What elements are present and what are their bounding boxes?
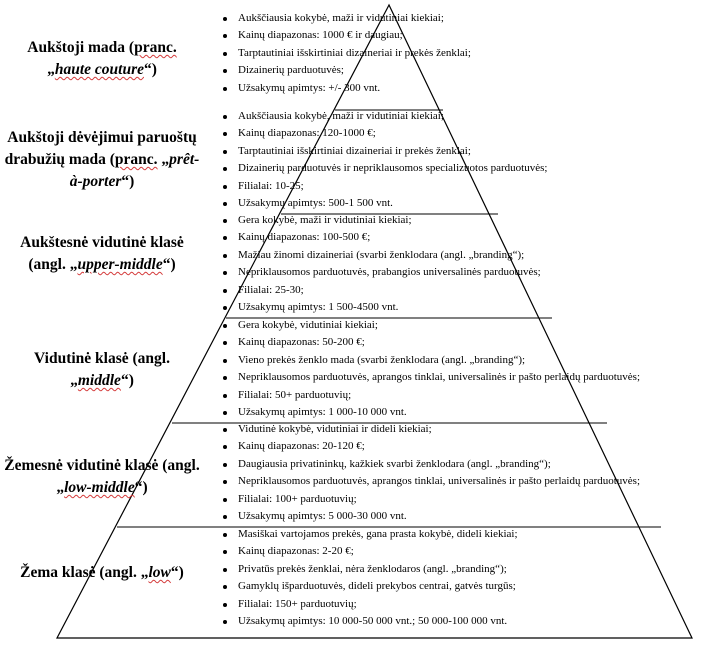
- bullet-item: Filialai: 50+ parduotuvių;: [222, 387, 640, 404]
- bullet-item: Gera kokybė, maži ir vidutiniai kiekiai;: [222, 212, 541, 229]
- bullet-item: Užsakymų apimtys: 1 000-10 000 vnt.: [222, 404, 640, 421]
- tier-label-low-middle: Žemesnė vidutinė klasė (angl. „low-middl…: [4, 455, 200, 499]
- tier-label-part: “): [134, 479, 148, 496]
- bullet-item: Nepriklausomos parduotuvės, prabangios u…: [222, 264, 541, 281]
- tier-label-part: haute couture: [54, 61, 144, 78]
- bullet-item: Filialai: 25-30;: [222, 282, 541, 299]
- tier-label-part: upper-middle: [77, 256, 163, 273]
- tier-bullets-pret-a-porter: Aukščiausia kokybė, maži ir vidutiniai k…: [222, 108, 547, 212]
- bullet-item: Kainų diapazonas: 2-20 €;: [222, 543, 518, 560]
- bullet-item: Vidutinė kokybė, vidutiniai ir dideli ki…: [222, 421, 640, 438]
- bullet-item: Kainų diapazonas: 100-500 €;: [222, 229, 541, 246]
- tier-bullets-middle: Gera kokybė, vidutiniai kiekiai;Kainų di…: [222, 317, 640, 421]
- bullet-item: Užsakymų apimtys: 1 500-4500 vnt.: [222, 299, 541, 316]
- tier-bullets-low-middle: Vidutinė kokybė, vidutiniai ir dideli ki…: [222, 421, 640, 525]
- bullet-item: Dizainerių parduotuvės ir nepriklausomos…: [222, 160, 547, 177]
- bullet-item: Mažiau žinomi dizaineriai (svarbi ženklo…: [222, 247, 541, 264]
- tier-label-part: Aukštesnė vidutinė klasė (angl. „: [20, 234, 184, 273]
- tier-label-part: middle: [77, 372, 121, 389]
- bullet-item: Vieno prekės ženklo mada (svarbi ženklod…: [222, 352, 640, 369]
- bullet-item: Filialai: 150+ parduotuvių;: [222, 596, 518, 613]
- bullet-item: Kainų diapazonas: 120-1000 €;: [222, 125, 547, 142]
- bullet-item: Tarptautiniai išskirtiniai dizaineriai i…: [222, 45, 471, 62]
- bullet-item: Kainų diapazonas: 50-200 €;: [222, 334, 640, 351]
- tier-label-upper-middle: Aukštesnė vidutinė klasė (angl. „upper-m…: [4, 232, 200, 276]
- tier-label-part: Vidutinė klasė (angl. „: [34, 350, 170, 389]
- bullet-item: Užsakymų apimtys: 5 000-30 000 vnt.: [222, 508, 640, 525]
- bullet-item: Nepriklausomos parduotuvės, aprangos tin…: [222, 473, 640, 490]
- tier-label-part: Žemesnė vidutinė klasė (angl. „: [4, 457, 200, 496]
- bullet-item: Privatūs prekės ženklai, nėra ženklodaro…: [222, 561, 518, 578]
- bullet-item: Nepriklausomos parduotuvės, aprangos tin…: [222, 369, 640, 386]
- tier-label-part: low-middle: [64, 479, 135, 496]
- tier-label-part: „: [47, 61, 55, 78]
- bullet-item: Užsakymų apimtys: 10 000-50 000 vnt.; 50…: [222, 613, 518, 630]
- bullet-item: Užsakymų apimtys: +/- 300 vnt.: [222, 80, 471, 97]
- bullet-item: Kainų diapazonas: 1000 € ir daugiau;: [222, 27, 471, 44]
- bullet-item: Kainų diapazonas: 20-120 €;: [222, 438, 640, 455]
- tier-label-part: low: [148, 564, 171, 581]
- tier-label-part: Žema klasė (angl. „: [20, 564, 149, 581]
- tier-label-part: “): [170, 564, 184, 581]
- tier-label-part: Aukštoji dėvėjimui paruoštų drabužių mad…: [4, 129, 197, 168]
- tier-bullets-low: Masiškai vartojamos prekės, gana prasta …: [222, 526, 518, 630]
- bullet-item: Masiškai vartojamos prekės, gana prasta …: [222, 526, 518, 543]
- bullet-item: Aukščiausia kokybė, maži ir vidutiniai k…: [222, 108, 547, 125]
- tier-bullets-haute-couture: Aukščiausia kokybė, maži ir vidutiniai k…: [222, 10, 471, 97]
- bullet-item: Užsakymų apimtys: 500-1 500 vnt.: [222, 195, 547, 212]
- bullet-item: Filialai: 100+ parduotuvių;: [222, 491, 640, 508]
- bullet-item: Filialai: 10-25;: [222, 178, 547, 195]
- bullet-item: Tarptautiniai išskirtiniai dizaineriai i…: [222, 143, 547, 160]
- bullet-item: Gamyklų išparduotuvės, dideli prekybos c…: [222, 578, 518, 595]
- pyramid-triangle: [56, 3, 693, 639]
- tier-label-part: “): [121, 173, 135, 190]
- tier-label-part: pranc.: [134, 39, 177, 56]
- tier-label-pret-a-porter: Aukštoji dėvėjimui paruoštų drabužių mad…: [4, 127, 200, 193]
- tier-bullets-upper-middle: Gera kokybė, maži ir vidutiniai kiekiai;…: [222, 212, 541, 316]
- bullet-item: Daugiausia privatininkų, kažkiek svarbi …: [222, 456, 640, 473]
- tier-label-part: “): [143, 61, 157, 78]
- tier-label-low: Žema klasė (angl. „low“): [4, 562, 200, 584]
- tier-label-part: „: [157, 151, 170, 168]
- tier-label-part: Aukštoji mada (: [27, 39, 135, 56]
- tier-label-part: “): [120, 372, 134, 389]
- tier-label-part: pranc.: [114, 151, 158, 168]
- bullet-item: Dizainerių parduotuvės;: [222, 62, 471, 79]
- tier-label-middle: Vidutinė klasė (angl. „middle“): [4, 348, 200, 392]
- tier-label-part: “): [162, 256, 176, 273]
- tier-label-haute-couture: Aukštoji mada (pranc. „haute couture“): [4, 37, 200, 81]
- bullet-item: Gera kokybė, vidutiniai kiekiai;: [222, 317, 640, 334]
- tier-label-part: prêt-à-porter: [69, 151, 200, 190]
- bullet-item: Aukščiausia kokybė, maži ir vidutiniai k…: [222, 10, 471, 27]
